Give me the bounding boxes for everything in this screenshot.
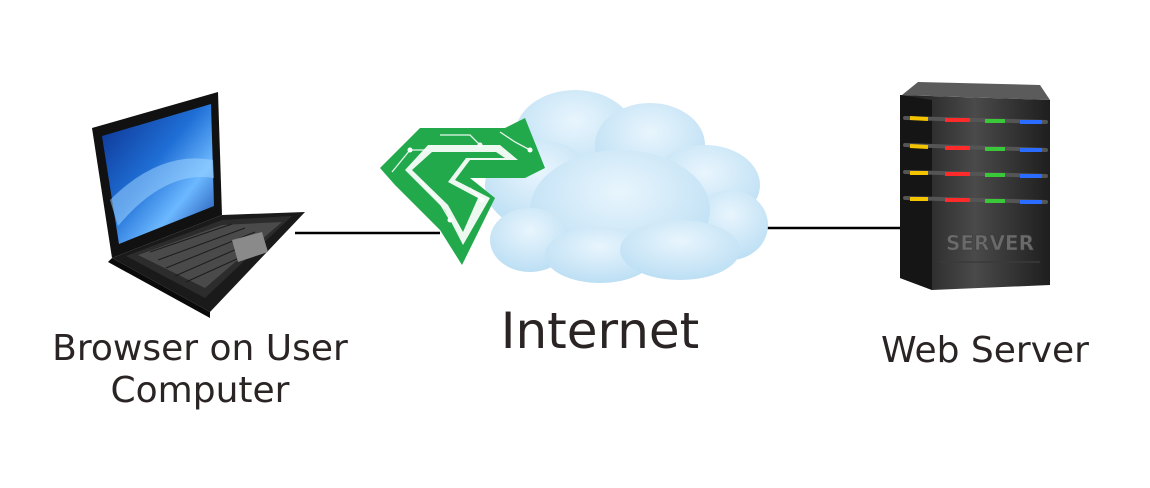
- server-tower-icon: SERVER: [900, 82, 1050, 290]
- client-label: Browser on User Computer: [30, 328, 370, 413]
- server-label: Web Server: [845, 330, 1125, 372]
- cloud-icon: [485, 90, 768, 283]
- server-label-text: Web Server: [881, 330, 1089, 371]
- laptop-icon: [92, 92, 305, 318]
- client-label-text: Browser on User Computer: [52, 328, 348, 412]
- internet-label-text: Internet: [500, 302, 700, 360]
- g-logo-icon: [380, 118, 545, 265]
- server-badge: SERVER: [946, 231, 1034, 255]
- internet-label: Internet: [470, 302, 730, 361]
